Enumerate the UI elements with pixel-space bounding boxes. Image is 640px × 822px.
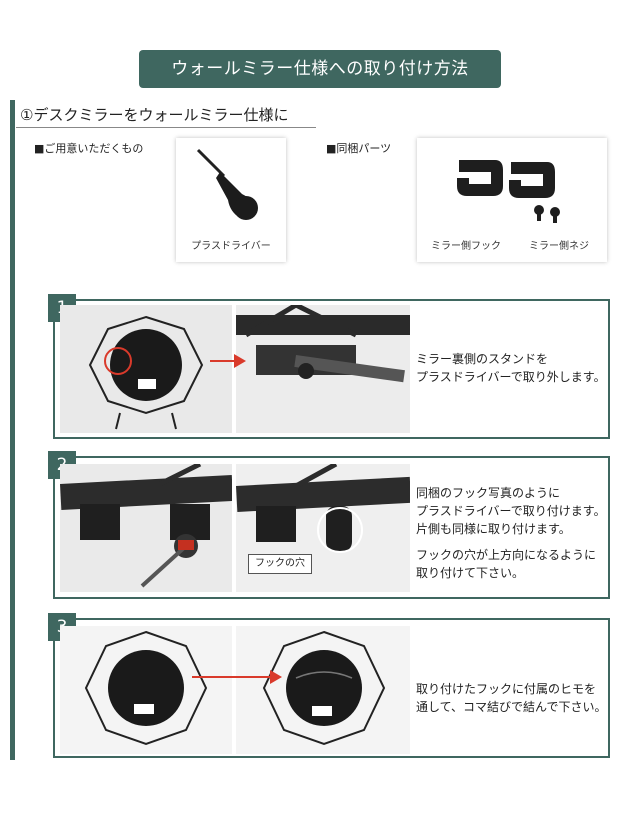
step-1-photo-mirror <box>60 305 232 433</box>
prepare-label: ■ご用意いただくもの <box>34 142 144 155</box>
page-title: ウォールミラー仕様への取り付け方法 <box>139 50 501 88</box>
step-1-text: ミラー裏側のスタンドを プラスドライバーで取り外します。 <box>416 352 606 384</box>
screwdriver-caption: プラスドライバー <box>191 241 271 252</box>
step-3-photo-right <box>236 626 410 754</box>
step-3-text: 取り付けたフックに付属のヒモを 通して、コマ結びで結んで下さい。 <box>416 682 607 714</box>
step-1-photo-closeup <box>236 305 410 433</box>
parts-card: ミラー側フック ミラー側ネジ <box>417 138 607 262</box>
hook-hole-label: フックの穴 <box>248 554 312 574</box>
hook-parts-icon <box>457 160 560 223</box>
step-1-arrow-icon <box>210 354 246 368</box>
heading-divider <box>16 127 316 128</box>
parts-label: ■同梱パーツ <box>326 142 392 155</box>
step-2-photo-right <box>236 464 410 592</box>
hook-caption: ミラー側フック <box>431 241 501 252</box>
screwdriver-icon <box>196 148 258 220</box>
section-heading: ①デスクミラーをウォールミラー仕様に <box>20 106 289 124</box>
screw-caption: ミラー側ネジ <box>529 241 589 252</box>
step-3-arrow-icon <box>192 670 282 684</box>
step-3-photo-left <box>60 626 232 754</box>
left-accent-bar <box>10 100 15 760</box>
step-2-photo-left <box>60 464 232 592</box>
step-2-text: 同梱のフック写真のように プラスドライバーで取り付けます。 片側も同様に取り付け… <box>416 486 606 580</box>
screwdriver-card: プラスドライバー <box>176 138 286 262</box>
